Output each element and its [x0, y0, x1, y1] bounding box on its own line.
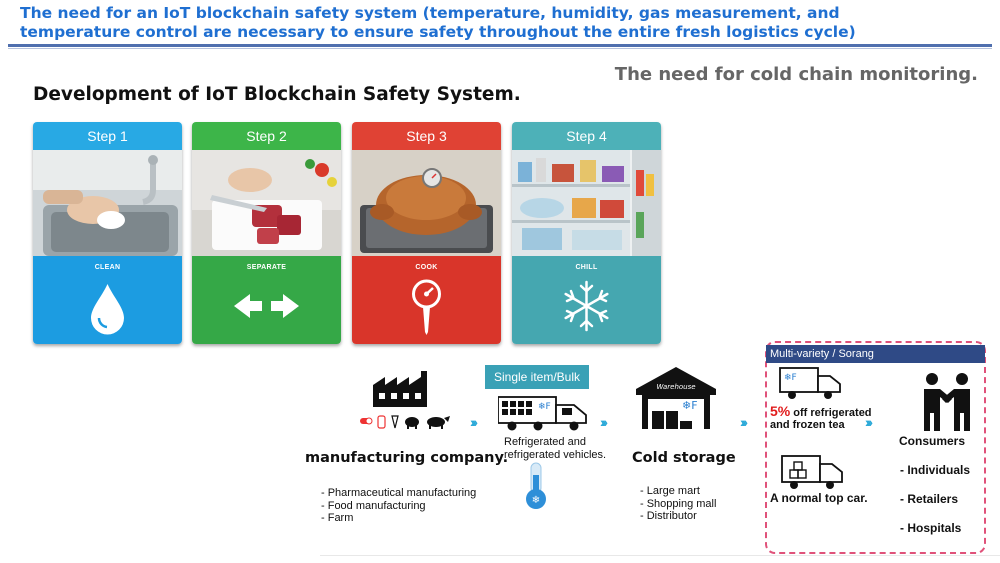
- title-divider-thin: [8, 48, 992, 49]
- consumer-item: - Retailers: [900, 492, 959, 506]
- snowflake-icon: [564, 280, 609, 332]
- factory-icon: [373, 371, 427, 407]
- pill-icon: [360, 417, 373, 425]
- section-title: Development of IoT Blockchain Safety Sys…: [33, 84, 521, 105]
- flow-arrow-4: ›››: [865, 414, 873, 430]
- flow-arrow-3: ›››: [740, 414, 748, 430]
- flow-arrow-1: ›››: [470, 414, 478, 430]
- normal-car-label: A normal top car.: [770, 491, 868, 505]
- consumer-item: - Hospitals: [900, 521, 962, 535]
- discount-rest-2: and frozen tea: [770, 419, 845, 431]
- page-title: The need for an IoT blockchain safety sy…: [20, 4, 900, 42]
- transport-line-2: refrigerated vehicles.: [504, 448, 607, 461]
- step-bottom: CHILL: [512, 256, 661, 344]
- step-action-label: SEPARATE: [246, 264, 287, 271]
- step-photo-hand-washing: [33, 150, 182, 256]
- bottle-icon: [377, 415, 386, 429]
- cold-thermometer-icon: ❄: [526, 462, 546, 509]
- product-icons-row: [358, 412, 454, 430]
- cold-storage-label: Cold storage: [632, 450, 736, 466]
- bottom-divider: [320, 555, 1000, 556]
- manufacturing-item: - Food manufacturing: [321, 499, 426, 512]
- step-header: Step 3: [352, 122, 501, 150]
- flow-arrow-2: ›››: [600, 414, 608, 430]
- storage-item: - Large mart: [640, 485, 700, 497]
- svg-text:❄: ❄: [532, 495, 540, 506]
- step-card-separate: Step 2 SEPARATE: [192, 122, 341, 344]
- step-photo-roast-turkey: [352, 150, 501, 256]
- double-arrow-icon: [234, 294, 299, 318]
- discount-percent: 5%: [770, 403, 791, 419]
- svg-text:❄F: ❄F: [538, 402, 551, 412]
- transport-line-1: Refrigerated and: [504, 436, 586, 448]
- svg-text:❄F: ❄F: [784, 373, 797, 383]
- storage-list: - Large mart - Shopping mall - Distribut…: [640, 485, 716, 523]
- step-action-label: CHILL: [575, 264, 598, 271]
- cold-chain-subtitle: The need for cold chain monitoring.: [614, 64, 978, 85]
- warehouse-sign: Warehouse: [656, 383, 695, 391]
- transport-caption: Refrigerated and refrigerated vehicles.: [504, 436, 606, 461]
- manufacturing-label: manufacturing company.: [305, 450, 509, 466]
- warehouse-icon: ❄F Warehouse: [636, 367, 716, 429]
- consumers-label: Consumers: [899, 434, 966, 448]
- step-header: Step 1: [33, 122, 182, 150]
- step-photo-refrigerator: [512, 150, 661, 256]
- step-card-cook: Step 3 COOK: [352, 122, 501, 344]
- title-line-2: temperature control are necessary to ens…: [20, 23, 856, 41]
- water-drop-icon: [91, 284, 124, 335]
- discount-rest-1: off refrigerated: [790, 407, 872, 419]
- step-bottom: CLEAN: [33, 256, 182, 344]
- frozen-truck-icon: ❄F: [779, 367, 841, 399]
- multi-variety-header: Multi-variety / Sorang: [766, 345, 985, 363]
- refrigerated-truck-icon: ❄F: [498, 396, 587, 431]
- manufacturing-item: - Pharmaceutical manufacturing: [321, 487, 477, 499]
- storage-item: - Distributor: [640, 510, 697, 522]
- svg-text:❄F: ❄F: [682, 399, 698, 412]
- step-card-chill: Step 4 CHILL: [512, 122, 661, 344]
- step-card-clean: Step 1 CLEAN: [33, 122, 182, 344]
- handshake-people-icon: [924, 373, 970, 431]
- step-photo-cutting-meat: [192, 150, 341, 256]
- normal-truck-icon: [781, 455, 843, 489]
- step-bottom: SEPARATE: [192, 256, 341, 344]
- step-header: Step 4: [512, 122, 661, 150]
- pig-icon: [405, 417, 419, 429]
- discount-text: 5% off refrigerated and frozen tea: [770, 403, 872, 431]
- thermometer-icon: [412, 279, 441, 335]
- storage-item: - Shopping mall: [640, 497, 717, 510]
- step-header: Step 2: [192, 122, 341, 150]
- consumer-item: - Individuals: [900, 463, 971, 477]
- multi-variety-box: [765, 341, 986, 554]
- title-line-1: The need for an IoT blockchain safety sy…: [20, 4, 840, 22]
- manufacturing-list: - Pharmaceutical manufacturing - Food ma…: [321, 487, 476, 525]
- manufacturing-item: - Farm: [321, 512, 354, 524]
- single-bulk-badge: Single item/Bulk: [485, 365, 589, 389]
- step-action-label: COOK: [415, 264, 438, 271]
- cow-icon: [427, 416, 450, 429]
- step-bottom: COOK: [352, 256, 501, 344]
- carrot-icon: [391, 415, 399, 429]
- title-divider: [8, 44, 992, 47]
- step-action-label: CLEAN: [94, 264, 121, 271]
